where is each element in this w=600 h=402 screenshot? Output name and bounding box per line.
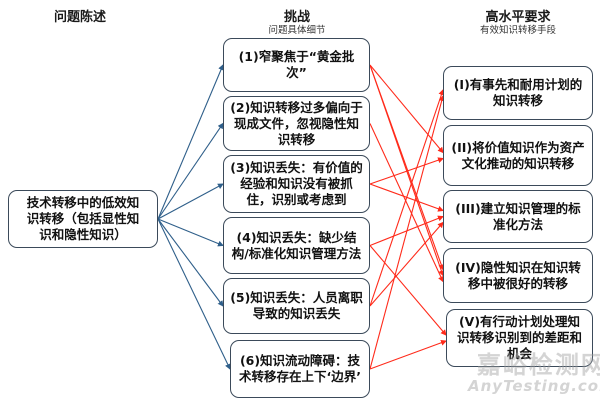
link-c5-to-r1 bbox=[369, 89, 445, 307]
link-c5-to-r3 bbox=[369, 221, 444, 307]
requirement-text-4: (IV)隐性知识在知识转移中被很好的转移 bbox=[455, 259, 581, 291]
challenge-to-requirement-links bbox=[369, 64, 447, 370]
link-problem-to-c5 bbox=[157, 218, 224, 307]
header-requirement-title: 高水平要求 bbox=[485, 10, 551, 25]
challenge-text-4: (4)知识丢失：缺少结构/标准化知识管理方法 bbox=[231, 229, 362, 261]
problem-box-text: 技术转移中的低效知识转移（包括显性知识和隐性知识） bbox=[26, 195, 140, 242]
challenge-text-1: (1)窄聚焦于“黄金批次” bbox=[238, 49, 355, 80]
requirement-box-3: (III)建立知识管理的标准化方法 bbox=[443, 190, 593, 243]
header-problem-title: 问题陈述 bbox=[53, 10, 106, 25]
header-challenge: 挑战 问题具体细节 bbox=[223, 10, 371, 36]
challenge-text-6: (6)知识流动障碍：技术转移存在上下‘边界’ bbox=[239, 353, 361, 384]
header-challenge-subtitle: 问题具体细节 bbox=[268, 25, 326, 36]
challenge-box-5: (5)知识丢失：人员离职导致的知识丢失 bbox=[223, 278, 370, 334]
header-challenge-title: 挑战 bbox=[283, 10, 310, 25]
problem-box: 技术转移中的低效知识转移（包括显性知识和隐性知识） bbox=[8, 190, 158, 248]
link-problem-to-c2 bbox=[157, 122, 224, 220]
challenge-box-2: (2)知识转移过多偏向于现成文件，忽视隐性知识转移 bbox=[223, 96, 370, 151]
link-problem-to-c4 bbox=[157, 218, 224, 247]
link-c6-to-r1 bbox=[369, 95, 445, 370]
requirement-text-2: (II)将价值知识作为资产文化推动的知识转移 bbox=[451, 139, 585, 171]
link-c6-to-r5 bbox=[369, 339, 447, 370]
header-requirement-subtitle: 有效知识转移手段 bbox=[479, 25, 556, 36]
link-c1-to-r4 bbox=[369, 64, 445, 277]
requirement-box-1: (I)有事先和耐用计划的知识转移 bbox=[443, 66, 593, 120]
requirement-text-5: (V)有行动计划处理知识转移识别到的差距和机会 bbox=[456, 314, 582, 361]
requirement-text-1: (I)有事先和耐用计划的知识转移 bbox=[453, 77, 583, 108]
challenge-box-3: (3)知识丢失：有价值的经验和知识没有被抓住，识别或考虑到 bbox=[223, 155, 370, 213]
requirement-box-5: (V)有行动计划处理知识转移识别到的差距和机会 bbox=[446, 309, 593, 367]
challenge-text-2: (2)知识转移过多偏向于现成文件，忽视隐性知识转移 bbox=[230, 99, 363, 147]
link-c4-to-r5 bbox=[369, 245, 447, 336]
challenge-text-3: (3)知识丢失：有价值的经验和知识没有被抓住，识别或考虑到 bbox=[230, 160, 363, 207]
link-problem-to-c6 bbox=[157, 218, 231, 370]
header-problem: 问题陈述 bbox=[10, 10, 150, 25]
link-c2-to-r4 bbox=[369, 123, 444, 283]
challenge-box-4: (4)知识丢失：缺少结构/标准化知识管理方法 bbox=[223, 217, 370, 274]
link-c1-to-r2 bbox=[369, 64, 444, 154]
challenge-box-1: (1)窄聚焦于“黄金批次” bbox=[223, 38, 370, 92]
link-problem-to-c1 bbox=[157, 64, 224, 220]
challenge-text-5: (5)知识丢失：人员离职导致的知识丢失 bbox=[230, 290, 363, 321]
requirement-box-4: (IV)隐性知识在知识转移中被很好的转移 bbox=[443, 248, 593, 303]
requirement-text-3: (III)建立知识管理的标准化方法 bbox=[455, 200, 581, 232]
link-problem-to-c3 bbox=[157, 183, 224, 220]
header-requirement: 高水平要求 有效知识转移手段 bbox=[443, 10, 593, 36]
requirement-box-2: (II)将价值知识作为资产文化推动的知识转移 bbox=[443, 125, 593, 186]
link-c3-to-r2 bbox=[369, 157, 444, 185]
problem-to-challenge-links bbox=[157, 64, 231, 370]
challenge-box-6: (6)知识流动障碍：技术转移存在上下‘边界’ bbox=[230, 340, 370, 398]
